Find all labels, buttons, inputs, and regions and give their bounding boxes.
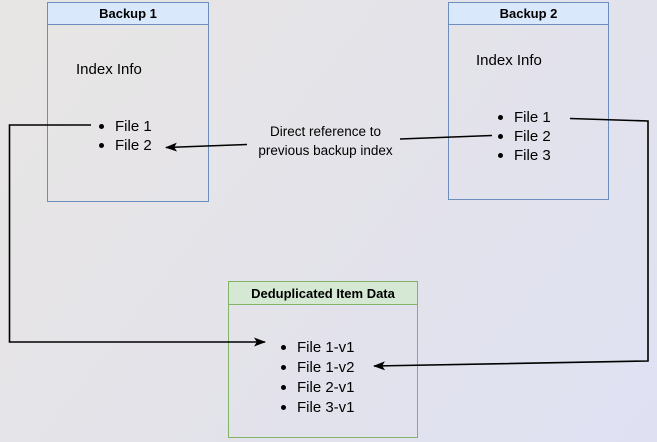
backup2-title: Backup 2 [499,6,558,21]
bullet-icon [281,364,286,370]
backup2-box: Backup 2 Index Info File 1 File 2 File 3 [448,2,609,200]
backup2-file-list: File 1 File 2 File 3 [498,108,551,165]
dedup-title: Deduplicated Item Data [251,285,395,301]
list-item: File 2 [498,127,551,146]
dedup-header: Deduplicated Item Data [229,282,417,305]
backup1-index-info-label: Index Info [76,61,142,78]
bullet-icon [281,344,286,350]
backup1-file-list: File 1 File 2 [99,117,152,155]
list-item: File 2-v1 [281,377,355,397]
file-label: File 1 [514,109,551,126]
bullet-icon [99,143,104,148]
file-label: File 1-v2 [297,358,355,376]
edge-annotation-line1: Direct reference to [269,124,382,139]
bullet-icon [498,153,503,158]
bullet-icon [99,124,104,129]
edge-annotation-line2: previous backup index [258,142,393,158]
file-label: File 2 [514,128,551,145]
file-label: File 2 [115,137,152,154]
bullet-icon [281,384,286,390]
list-item: File 3-v1 [281,397,355,417]
dedup-box: Deduplicated Item Data File 1-v1 File 1-… [228,281,418,438]
backup2-header: Backup 2 [449,3,608,25]
list-item: File 1-v2 [281,357,355,377]
bullet-icon [498,134,503,139]
backup1-header: Backup 1 [48,3,208,25]
list-item: File 1 [498,108,551,127]
backup1-box: Backup 1 Index Info File 1 File 2 [47,2,209,202]
file-label: File 1-v1 [297,338,355,356]
backup2-index-info-label: Index Info [476,52,542,69]
bullet-icon [281,404,286,410]
list-item: File 1-v1 [281,337,355,357]
file-label: File 2-v1 [297,378,355,396]
bullet-icon [498,115,503,120]
dedup-item-list: File 1-v1 File 1-v2 File 2-v1 File 3-v1 [281,337,355,417]
file-label: File 1 [115,118,152,135]
file-label: File 3-v1 [297,398,355,416]
backup1-title: Backup 1 [99,6,157,21]
file-label: File 3 [514,147,551,164]
list-item: File 1 [99,117,152,136]
edge-annotation: Direct reference to previous backup inde… [233,123,418,160]
list-item: File 2 [99,136,152,155]
list-item: File 3 [498,146,551,165]
